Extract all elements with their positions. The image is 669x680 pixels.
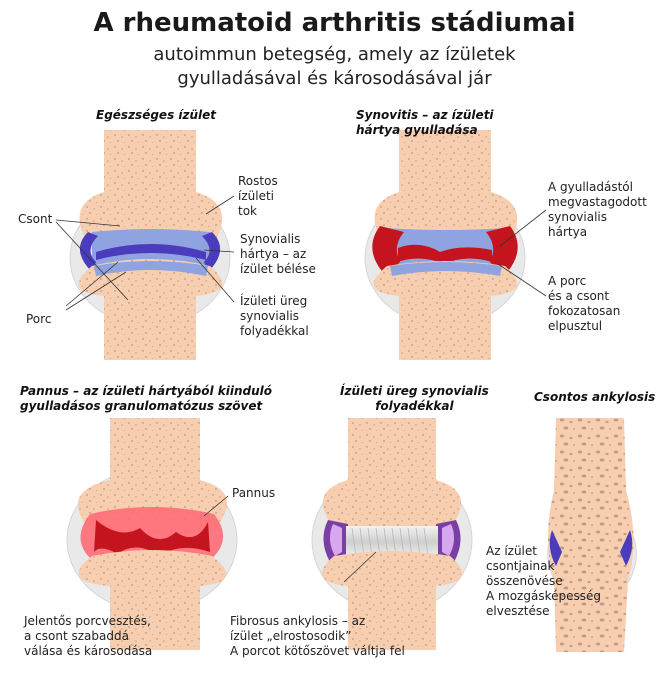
- cartilage-destruction-label: A porc és a csont fokozatosan elpusztul: [548, 274, 621, 333]
- pannus-title: Pannus – az ízületi hártyából kiinduló g…: [20, 384, 273, 413]
- healthy-joint-title: Egészséges ízület: [96, 108, 217, 122]
- capsule-label: Rostos ízületi tok: [238, 174, 278, 218]
- bone-label: Csont: [18, 212, 53, 226]
- bony-ankylosis-title: Csontos ankylosis: [534, 390, 656, 404]
- page-title: A rheumatoid arthritis stádiumai: [93, 8, 576, 38]
- thickened-synovium-label: A gyulladástól megvastagodott synovialis…: [548, 180, 647, 239]
- fibrous-joint-art: [311, 418, 473, 650]
- page-subtitle-line-1: autoimmun betegség, amely az ízületek: [153, 44, 516, 65]
- pannus-label: Pannus: [232, 486, 276, 500]
- synovitis-title: Synovitis – az ízületi hártya gyulladása: [356, 108, 494, 137]
- synovitis-joint-art: [364, 130, 526, 360]
- cartilage-label: Porc: [26, 312, 52, 326]
- page-subtitle-line-2: gyulladásával és károsodásával jár: [177, 68, 492, 89]
- healthy-joint-art: [69, 130, 231, 360]
- fibrous-title: Ízületi üreg synovialis folyadékkal: [340, 384, 489, 413]
- pannus-joint-art: [66, 418, 238, 650]
- synovium-label: Synovialis hártya – az ízület bélése: [240, 232, 316, 276]
- cavity-label: Ízületi üreg synovialis folyadékkal: [240, 294, 309, 338]
- bony-ankylosis-art: [547, 418, 637, 652]
- bone-fusion-label: Az ízület csontjainak összenövése A mozg…: [486, 544, 601, 618]
- fibrous-ankylosis-label: Fibrosus ankylosis – az ízület „elrostos…: [230, 614, 405, 658]
- cartilage-loss-label: Jelentős porcvesztés, a csont szabaddá v…: [24, 614, 153, 658]
